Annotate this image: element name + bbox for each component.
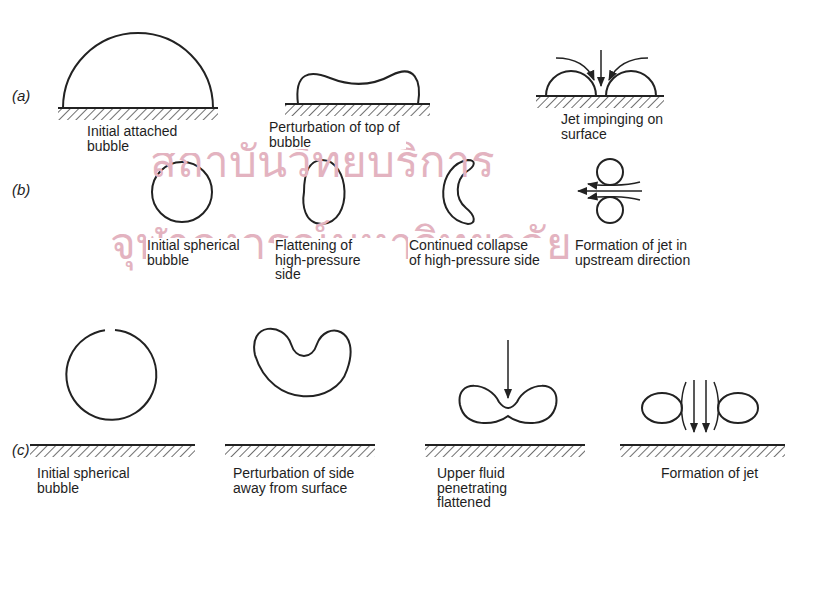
stage-caption: Flattening of high-pressure side — [274, 238, 388, 282]
stage-caption: Perturbation of top of bubble — [268, 120, 406, 149]
stage-caption: Upper fluid penetrating flattened — [436, 466, 564, 510]
row-letter: (b) — [12, 182, 30, 198]
stage-caption: Initial spherical bubble — [146, 238, 252, 267]
perturbed-bubble — [254, 329, 351, 397]
row-letter: (a) — [12, 88, 30, 104]
toroidal-bubble — [718, 393, 758, 423]
stage-caption: Jet impinging on surface — [560, 112, 674, 141]
penetration-arrow — [507, 340, 509, 398]
stage-caption: Formation of jet — [660, 466, 766, 481]
solid-surface — [30, 445, 785, 457]
toroidal-bubble — [597, 159, 623, 185]
toroidal-bubble — [597, 197, 623, 223]
toroidal-bubble — [642, 393, 682, 423]
stage-caption: Formation of jet in upstream direction — [574, 238, 694, 267]
stage-caption: Initial attached bubble — [86, 124, 200, 153]
stage-caption: Perturbation of side away from surface — [232, 466, 376, 495]
perturbed-bubble — [297, 71, 419, 104]
attached-bubble — [63, 33, 213, 108]
jet-arrows — [578, 182, 642, 200]
spherical-bubble — [66, 330, 156, 420]
stage-caption: Initial spherical bubble — [36, 466, 142, 495]
stage-caption: Continued collapse of high-pressure side — [408, 238, 544, 267]
jet-arrows — [556, 50, 648, 86]
jet-arrows — [682, 380, 719, 432]
row-letter: (c) — [12, 442, 30, 458]
